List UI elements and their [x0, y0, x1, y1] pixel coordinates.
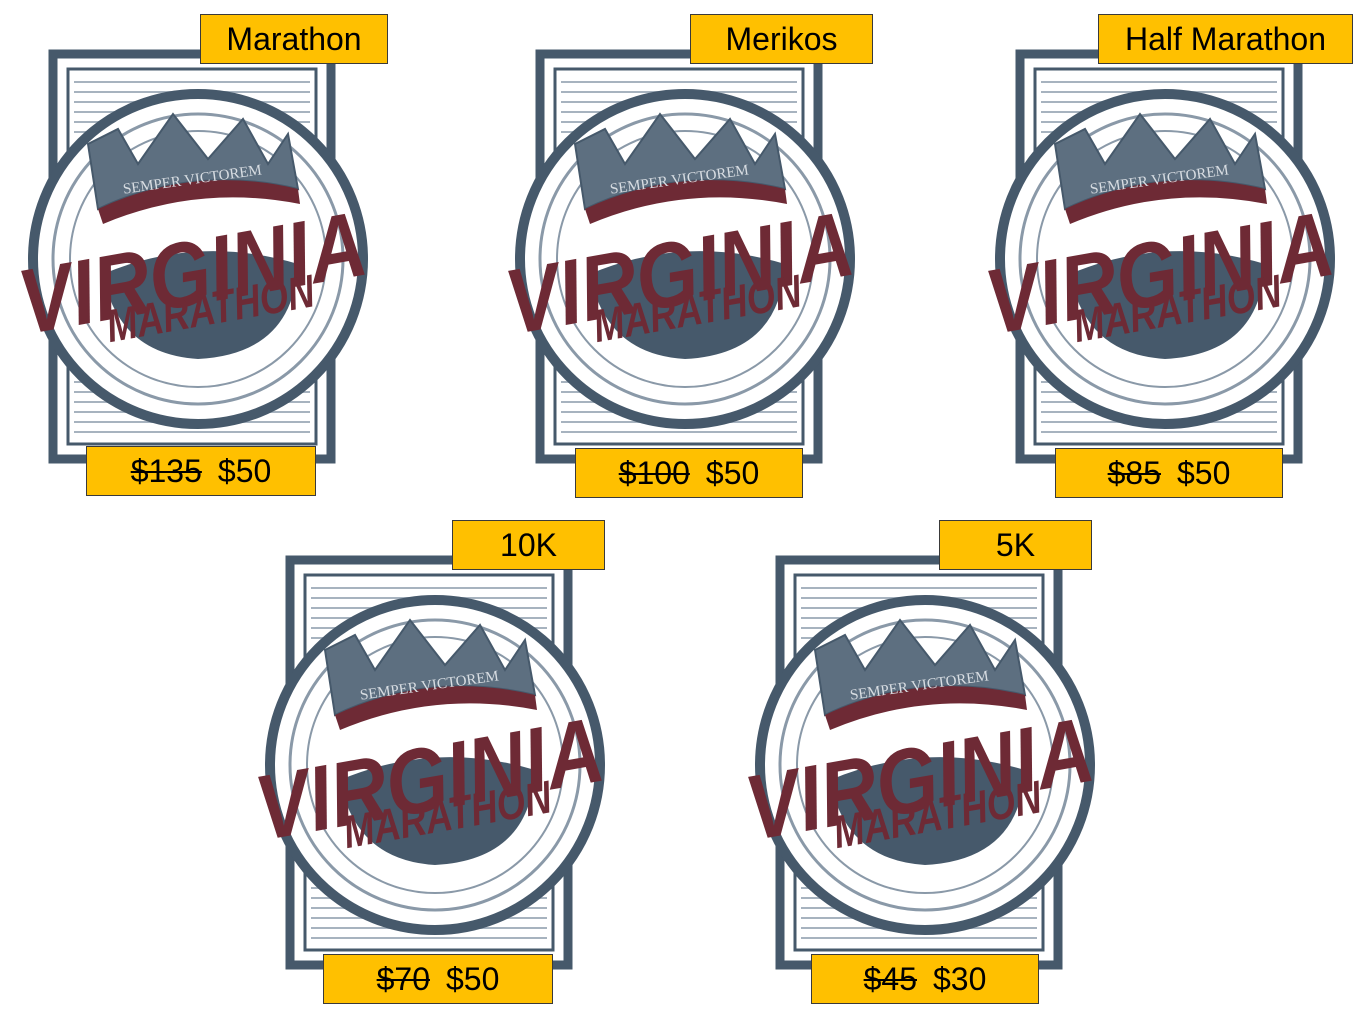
race-card-merikos: SEMPER VICTOREM VIRGINIA MARATHON Meriko… — [495, 14, 875, 504]
new-price: $50 — [1177, 454, 1231, 491]
new-price: $50 — [217, 452, 272, 489]
race-name: 10K — [500, 526, 557, 563]
price-tag: $70 $50 — [323, 954, 553, 1004]
race-name-tag: Marathon — [200, 14, 388, 64]
new-price: $50 — [446, 960, 500, 997]
old-price: $70 — [376, 960, 430, 997]
race-name-tag: Half Marathon — [1098, 14, 1353, 64]
old-price: $100 — [618, 454, 690, 491]
old-price: $85 — [1107, 454, 1161, 491]
old-price: $45 — [863, 960, 917, 997]
race-name: Marathon — [226, 20, 362, 57]
new-price: $30 — [933, 960, 987, 997]
new-price: $50 — [705, 454, 760, 491]
race-card-10k: SEMPER VICTOREM VIRGINIA MARATHON 10K $7… — [245, 520, 625, 1010]
price-tag: $85 $50 — [1055, 448, 1283, 498]
race-card-half-marathon: SEMPER VICTOREM VIRGINIA MARATHON Half M… — [975, 14, 1355, 504]
race-name-tag: 10K — [452, 520, 605, 570]
price-tag: $100 $50 — [575, 448, 803, 498]
virginia-marathon-logo: SEMPER VICTOREM VIRGINIA MARATHON — [978, 49, 1341, 464]
price-tag: $135 $50 — [86, 446, 316, 496]
race-card-marathon: SEMPER VICTOREM VIRGINIA MARATHON Marath… — [8, 14, 388, 504]
price-tag: $45 $30 — [811, 954, 1039, 1004]
virginia-marathon-logo: SEMPER VICTOREM VIRGINIA MARATHON — [498, 49, 861, 464]
race-name-tag: Merikos — [690, 14, 873, 64]
race-card-5k: SEMPER VICTOREM VIRGINIA MARATHON 5K $45… — [735, 520, 1115, 1010]
race-name: Half Marathon — [1125, 20, 1326, 57]
virginia-marathon-logo: SEMPER VICTOREM VIRGINIA MARATHON — [738, 555, 1101, 970]
old-price: $135 — [130, 452, 202, 489]
race-name: 5K — [995, 526, 1036, 563]
virginia-marathon-logo: SEMPER VICTOREM VIRGINIA MARATHON — [11, 49, 374, 464]
race-name-tag: 5K — [939, 520, 1092, 570]
virginia-marathon-logo: SEMPER VICTOREM VIRGINIA MARATHON — [248, 555, 611, 970]
race-name: Merikos — [725, 20, 838, 57]
